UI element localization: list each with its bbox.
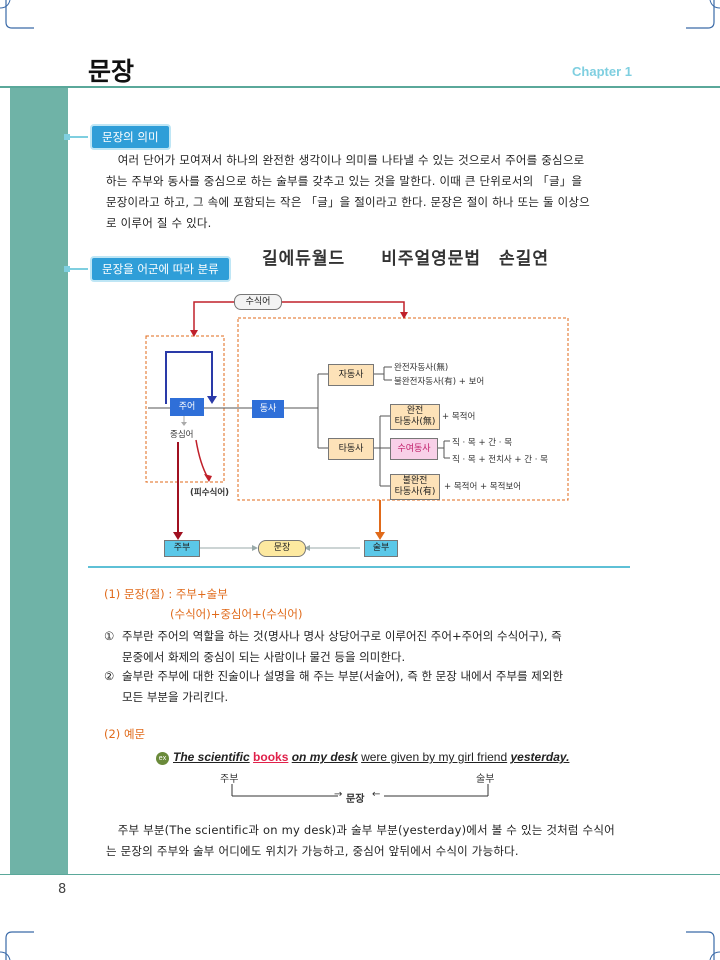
example-arrow-left-icon: ← xyxy=(372,789,381,800)
center-word-label: 중심어 xyxy=(170,430,194,440)
section-heading-classification: 문장을 어군에 따라 분류 xyxy=(64,256,231,282)
modifier-top-box: 수식어 xyxy=(234,294,282,310)
item-2-text: 술부란 주부에 대한 진술이나 설명을 해 주는 부분(서술어), 즉 한 문장… xyxy=(122,666,642,708)
intransitive-complete-label: 완전자동사(無) xyxy=(394,363,449,373)
item-line: 모든 부분을 가리킨다. xyxy=(122,690,229,704)
paragraph-line: 는 문장의 주부와 술부 어디에도 위치가 가능하고, 중심어 앞뒤에서 수식이… xyxy=(106,844,519,858)
paragraph-line: 여러 단어가 모여져서 하나의 완전한 생각이나 의미를 나타낼 수 있는 것으… xyxy=(106,153,585,167)
point-1-title: (1) 문장(절) : 주부+술부 xyxy=(104,587,228,601)
incomplete-transitive-line1: 불완전 xyxy=(402,476,428,486)
example-sentence: ex The scientific books on my desk were g… xyxy=(156,750,569,765)
meaning-paragraph: 여러 단어가 모여져서 하나의 완전한 생각이나 의미를 나타낼 수 있는 것으… xyxy=(106,150,646,234)
page-number: 8 xyxy=(58,882,67,897)
dative-verb-box: 수여동사 xyxy=(390,438,438,460)
example-sentence-label: 문장 xyxy=(346,794,365,805)
example-word-4: were given by my girl friend xyxy=(361,750,508,764)
subject-part-box: 주부 xyxy=(164,540,200,557)
example-subject-label: 주부 xyxy=(220,774,239,785)
complete-transitive-object-label: + 목적어 xyxy=(442,412,476,422)
example-predicate-label: 술부 xyxy=(476,774,495,785)
paragraph-line: 로 이루어 질 수 있다. xyxy=(106,216,212,230)
item-1-number: ① xyxy=(104,629,115,643)
incomplete-transitive-line2: 타동사(有) xyxy=(394,487,436,497)
heading-connector xyxy=(70,268,88,270)
paragraph-line: 문장이라고 하고, 그 속에 포함되는 작은 「글」을 절이라고 한다. 문장은… xyxy=(106,195,590,209)
example-word-1: The scientific xyxy=(173,750,250,764)
example-word-5: yesterday. xyxy=(510,750,570,764)
complete-transitive-box: 완전 타동사(無) xyxy=(390,404,440,430)
publisher-banner: 길에듀월드 비주얼영문법 손길연 xyxy=(262,249,549,269)
heading-connector xyxy=(70,136,88,138)
section-label: 문장의 의미 xyxy=(90,124,171,150)
example-arrow-right-icon: → xyxy=(334,789,343,800)
item-line: 주부란 주어의 역할을 하는 것(명사나 명사 상당어구로 이루어진 주어+주어… xyxy=(122,629,562,643)
example-word-3: on my desk xyxy=(291,750,358,764)
footer-rule xyxy=(0,874,720,875)
bullet-square-icon xyxy=(64,266,70,272)
example-word-head: books xyxy=(253,750,289,764)
paragraph-line: 하는 주부와 동사를 중심으로 하는 술부를 갖추고 있는 것을 말한다. 이때… xyxy=(106,174,583,188)
dative-pattern-1-label: 직 · 목 + 간 · 목 xyxy=(452,438,513,448)
incomplete-transitive-object-label: + 목적어 + 목적보어 xyxy=(444,482,522,492)
corner-ornament-top-left xyxy=(0,0,34,29)
point-1-formula: (수식어)+중심어+(수식어) xyxy=(170,607,303,621)
item-1-text: 주부란 주어의 역할을 하는 것(명사나 명사 상당어구로 이루어진 주어+주어… xyxy=(122,626,642,668)
chapter-label: Chapter 1 xyxy=(572,64,632,79)
intransitive-incomplete-label: 불완전자동사(有) + 보어 xyxy=(394,377,485,387)
intransitive-verb-box: 자동사 xyxy=(328,364,374,386)
closing-paragraph: 주부 부분(The scientific과 on my desk)과 술부 부분… xyxy=(106,820,646,862)
example-badge-icon: ex xyxy=(156,752,169,765)
section-heading-meaning: 문장의 의미 xyxy=(64,124,171,150)
page-title: 문장 xyxy=(88,57,135,86)
side-bar xyxy=(10,88,68,874)
subject-box: 주어 xyxy=(170,398,204,416)
item-2-number: ② xyxy=(104,669,115,683)
corner-ornament-bottom-left xyxy=(0,931,34,960)
section-label: 문장을 어군에 따라 분류 xyxy=(90,256,231,282)
sentence-box: 문장 xyxy=(258,540,306,557)
incomplete-transitive-box: 불완전 타동사(有) xyxy=(390,474,440,500)
paragraph-line: 주부 부분(The scientific과 on my desk)과 술부 부분… xyxy=(106,823,615,837)
section-divider xyxy=(88,566,630,568)
bullet-square-icon xyxy=(64,134,70,140)
modified-word-label: (피수식어) xyxy=(190,488,230,498)
header-rule xyxy=(0,86,720,88)
point-2-title: (2) 예문 xyxy=(104,727,146,741)
item-line: 문중에서 화제의 중심이 되는 사람이나 물건 등을 의미한다. xyxy=(122,650,406,664)
predicate-part-box: 술부 xyxy=(364,540,398,557)
dative-pattern-2-label: 직 · 목 + 전치사 + 간 · 목 xyxy=(452,455,549,465)
complete-transitive-line1: 완전 xyxy=(406,406,424,416)
verb-box: 동사 xyxy=(252,400,284,418)
transitive-verb-box: 타동사 xyxy=(328,438,374,460)
item-line: 술부란 주부에 대한 진술이나 설명을 해 주는 부분(서술어), 즉 한 문장… xyxy=(122,669,564,683)
corner-ornament-bottom-right xyxy=(686,931,720,960)
corner-ornament-top-right xyxy=(686,0,720,29)
complete-transitive-line2: 타동사(無) xyxy=(394,417,436,427)
